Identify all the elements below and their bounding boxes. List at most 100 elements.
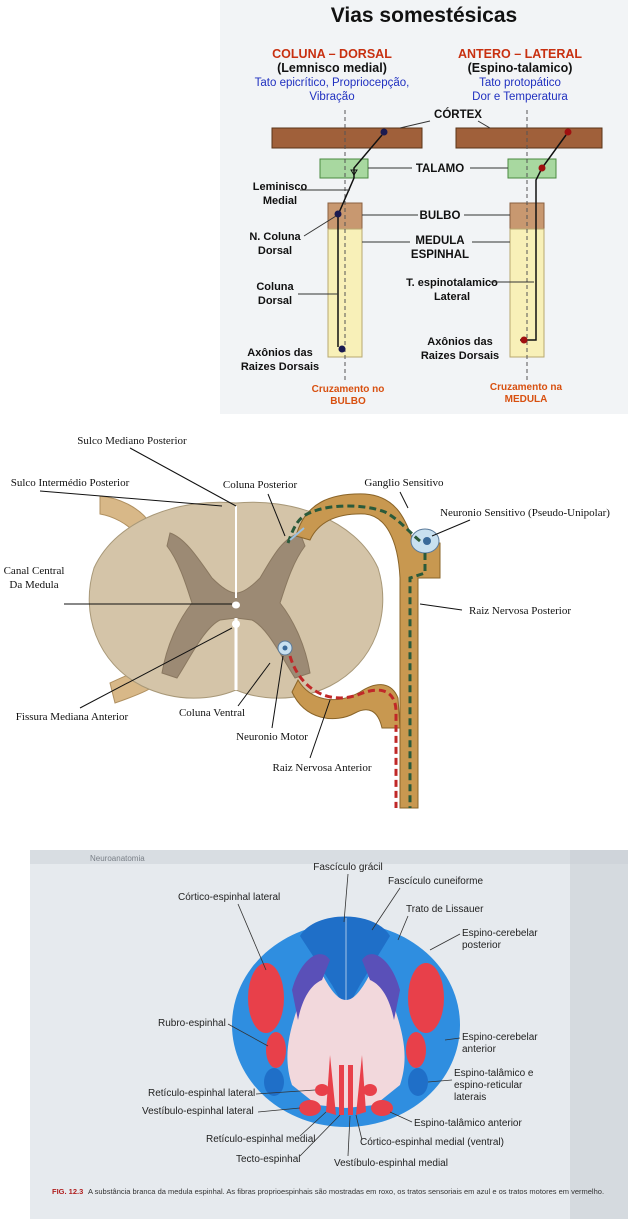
left-header-3: Tato epicrítico, Propriocepção, [255,77,410,89]
leader-rubro [227,1023,269,1047]
label-esp-cer-post-1: Espino-cerebelar [462,928,538,939]
label-esp-cer-ant-2: anterior [462,1044,497,1055]
cortico-lateral-right [408,963,444,1033]
label-raiz-posterior: Raiz Nervosa Posterior [469,605,571,617]
leader-vestibulo-medial [347,1115,351,1157]
left-header-1: COLUNA – DORSAL [272,47,392,61]
label-esp-cer-post-2: posterior [462,940,502,951]
motor-fiber [288,655,398,808]
sensory-fiber-peripheral [408,553,427,808]
leader-raiz-posterior [419,603,463,611]
label-sulco-intermedio: Sulco Intermédio Posterior [11,477,130,489]
label-esp-tal-lat-3: laterais [454,1092,486,1103]
posterior-nerve-root [295,493,441,809]
leader-cortex-left [399,120,431,129]
label-fasciculo-cuneiforme: Fascículo cuneiforme [388,876,483,887]
left-header-2: (Lemnisco medial) [277,61,387,75]
left-cortex-neuron [380,128,388,136]
label-tespino-1: T. espinotalamico [406,277,498,289]
central-canal [232,601,240,609]
panel-medula-corte: Sulco Mediano Posterior Sulco Intermédio… [0,428,628,838]
left-talamo-synapse [350,169,358,176]
anterolateral-pathway [520,134,567,341]
leader-cortico-lateral [237,903,267,971]
label-lissauer: Trato de Lissauer [406,904,484,915]
figure-caption-text: A substância branca da medula espinhal. … [88,1187,604,1196]
white-matter-diagram: Neuroanatomia Fascículo grácil Fascículo… [30,850,628,1219]
label-canal-1: Canal Central [4,565,65,577]
label-axonios-left-1: Axônios das [247,347,312,359]
leader-reticulo-lateral [255,1089,316,1095]
leader-cortico-medial [355,1114,363,1141]
right-talamo-neuron [538,164,546,172]
footer-left-2: BULBO [330,396,366,407]
label-rubro: Rubro-espinhal [158,1018,226,1029]
sensory-terminal [289,527,305,541]
espino-talamico-left [264,1068,284,1096]
label-talamo: TALAMO [416,163,464,175]
label-reticulo-lateral: Retículo-espinhal lateral [148,1088,255,1099]
right-header-1: ANTERO – LATERAL [458,47,582,61]
label-axonios-left-2: Raizes Dorsais [241,361,319,373]
motor-neuron-nucleus [282,645,288,651]
label-medula-2: ESPINHAL [411,249,469,261]
leader-raiz-anterior [309,699,331,759]
espino-talamico-right [408,1068,428,1096]
left-axon-neuron [338,345,346,353]
label-vestibulo-medial: Vestíbulo-espinhal medial [334,1158,448,1169]
dorsal-column-pathway [337,134,383,347]
label-cortico-medial: Córtico-espinhal medial (ventral) [360,1137,504,1148]
panel-vias-somestesicas: Vias somestésicas COLUNA – DORSAL (Lemni… [220,0,628,414]
label-canal-2: Da Medula [9,579,58,591]
label-coluna-ventral: Coluna Ventral [179,707,245,719]
label-esp-cer-ant-1: Espino-cerebelar [462,1032,538,1043]
label-tecto: Tecto-espinhal [236,1154,300,1165]
figure-caption: FIG. 12.3 A substância branca da medula … [52,1187,604,1196]
label-esp-tal-ant: Espino-talâmico anterior [414,1118,522,1129]
label-sulco-mediano: Sulco Mediano Posterior [77,435,187,447]
label-vestibulo-lateral: Vestíbulo-espinhal lateral [142,1106,254,1117]
leader-esp-cer-ant [444,1037,461,1041]
leader-coluna-ventral [237,662,271,707]
label-ncoluna-1: N. Coluna [249,231,301,243]
leader-esp-tal-lat [427,1079,453,1083]
page-shadow [570,850,628,1219]
tecto-left [339,1065,344,1115]
leader-neuronio-sensitivo [431,519,471,537]
sensory-fiber [286,504,421,544]
left-header-4: Vibração [309,91,354,103]
cortico-medial-left [326,1055,336,1115]
label-lemnisco-2: Medial [263,195,297,207]
leader-sulco-mediano [129,447,237,507]
label-esp-tal-lat-1: Espino-talâmico e [454,1068,534,1079]
panel-substancia-branca: Neuroanatomia Fascículo grácil Fascículo… [30,850,628,1219]
reticulo-lateral-right [363,1084,377,1096]
label-fasciculo-gracil: Fascículo grácil [313,862,382,873]
leader-vestibulo-lateral [257,1107,301,1113]
book-header-strip [30,850,628,864]
label-coluna-2: Dorsal [258,295,292,307]
leader-neuronio-motor [271,655,284,729]
rubro-right [406,1032,426,1068]
leader-esp-cer-post [429,933,461,951]
leader-sulco-intermedio [39,490,223,507]
leader-lissauer [397,915,409,941]
label-ganglio: Ganglio Sensitivo [364,477,444,489]
leader-coluna-posterior [267,493,286,537]
right-axon-neuron [520,336,528,344]
spinal-cord-diagram: Sulco Mediano Posterior Sulco Intermédio… [4,435,610,809]
talamo-right [507,158,557,179]
cortico-lateral-left [248,963,284,1033]
vestibulo-lateral-right [371,1100,393,1116]
label-fissura: Fissura Mediana Anterior [16,711,129,723]
label-coluna-1: Coluna [256,281,294,293]
label-axonios-right-2: Raizes Dorsais [421,350,499,362]
book-header-fragment: Neuroanatomia [90,854,145,863]
grey-matter-zone [287,970,405,1108]
leader-gracil [343,873,349,923]
right-cortex-neuron [564,128,572,136]
leader-reticulo-medial [299,1111,327,1137]
label-cortico-lateral: Córtico-espinhal lateral [178,892,280,903]
footer-right-1: Cruzamento na [490,382,563,393]
proprio-left [292,954,330,1020]
